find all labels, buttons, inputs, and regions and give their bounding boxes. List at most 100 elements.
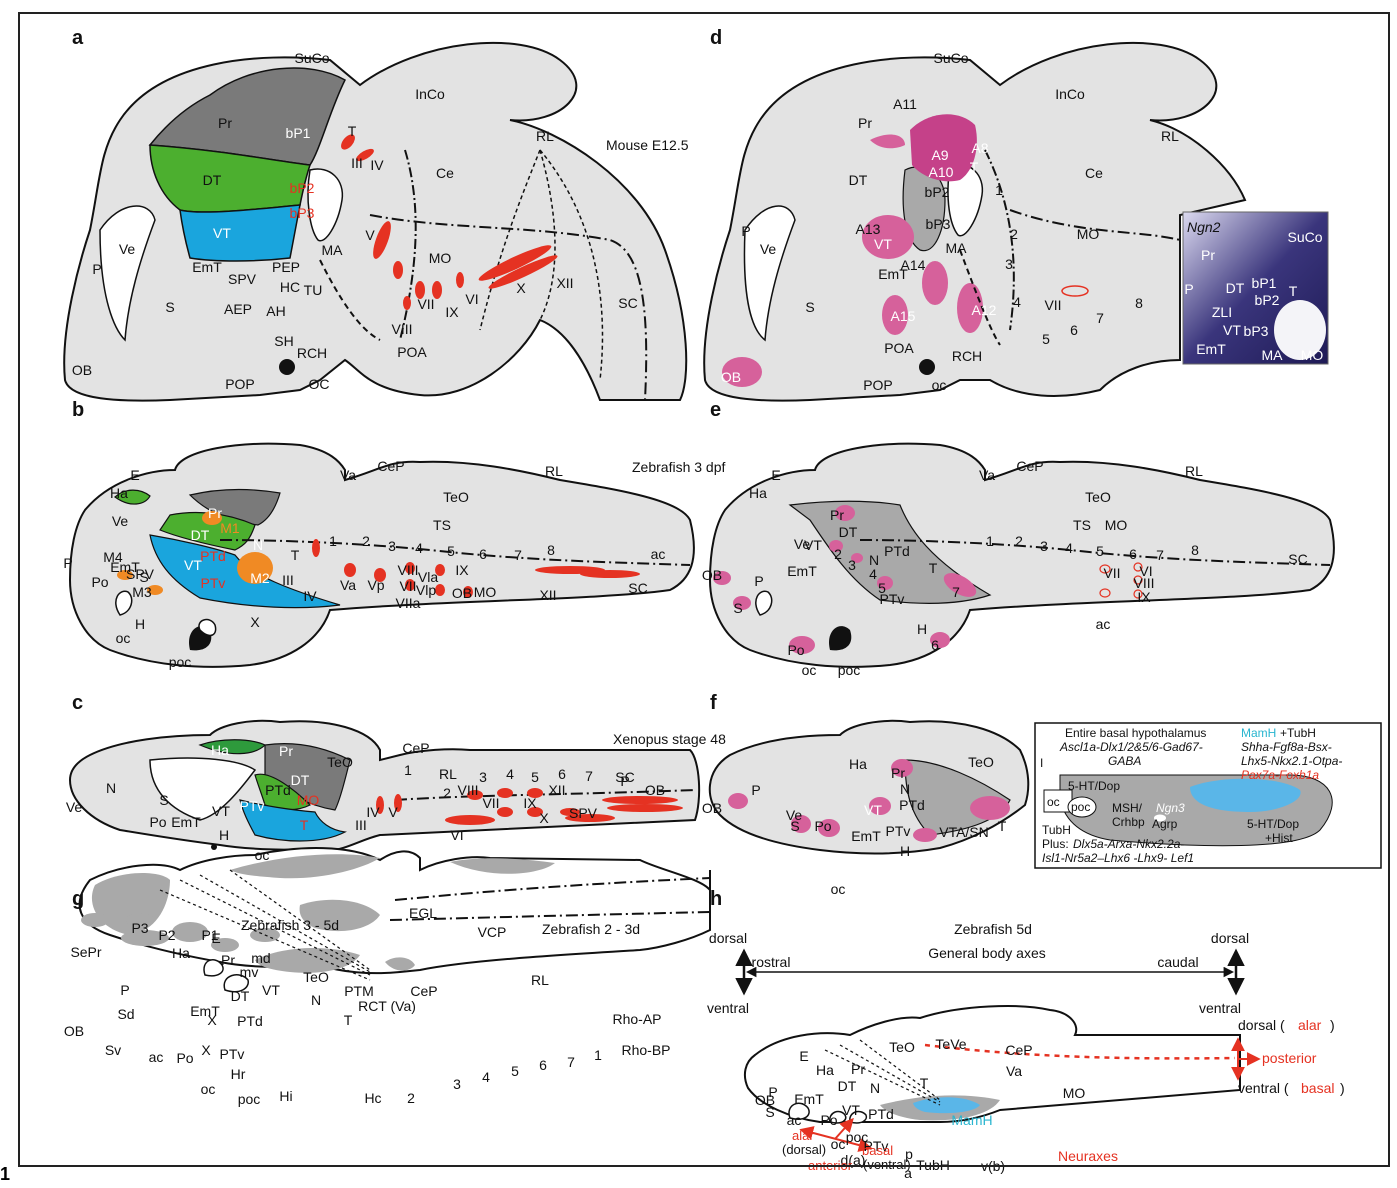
- region-label: 4: [1065, 540, 1073, 556]
- region-label: RL: [439, 766, 457, 782]
- region-label: 5: [878, 580, 886, 596]
- region-label: RCT (Va): [358, 998, 416, 1014]
- region-label: EmT: [192, 259, 222, 275]
- region-label: X: [201, 1042, 211, 1058]
- region-label: TubH: [916, 1157, 950, 1173]
- region-label: Va: [1006, 1063, 1022, 1079]
- legend-text: poc: [1071, 800, 1090, 814]
- region-label: P: [620, 773, 629, 789]
- region-label: N: [311, 992, 321, 1008]
- axis-label: dorsal (: [1238, 1017, 1285, 1033]
- region-label: E: [799, 1048, 808, 1064]
- region-label: Va: [340, 467, 356, 483]
- region-label: DT: [839, 524, 858, 540]
- region-label: MO: [297, 792, 320, 808]
- region-label: PTv: [220, 1046, 245, 1062]
- panel-subtitle: General body axes: [928, 945, 1046, 961]
- region-label: S: [765, 1104, 774, 1120]
- region-label: H: [219, 827, 229, 843]
- region-label: N: [106, 780, 116, 796]
- region-label: 1: [995, 182, 1003, 198]
- region-label: IX: [445, 304, 459, 320]
- region-label: OB: [452, 585, 472, 601]
- panel-e: [710, 444, 1334, 667]
- region-label: Ha: [172, 945, 190, 961]
- region-label: PTd: [899, 797, 925, 813]
- region-label: MO: [1077, 226, 1100, 242]
- panel-letter: h: [710, 888, 722, 910]
- region-label: Po: [787, 642, 804, 658]
- axis-label: (dorsal): [782, 1142, 826, 1157]
- legend-text: +TubH: [1280, 726, 1316, 740]
- region-label: IX: [523, 795, 537, 811]
- region-label: TU: [304, 282, 323, 298]
- region-label: oc: [831, 881, 846, 897]
- region-label: oc: [932, 377, 947, 393]
- region-label: Ve: [66, 799, 83, 815]
- region-label: RL: [536, 128, 554, 144]
- region-label: VI: [450, 827, 463, 843]
- region-label: Po: [149, 814, 166, 830]
- region-label: EmT: [794, 1091, 824, 1107]
- region-label: poc: [169, 654, 192, 670]
- legend-text: 5-HT/Dop: [1247, 817, 1299, 831]
- region-label: VI: [465, 291, 478, 307]
- region-label: Va: [340, 577, 356, 593]
- legend-gene: Ngn3: [1156, 801, 1185, 815]
- panel-d: [704, 43, 1328, 401]
- legend-genes: GABA: [1108, 754, 1141, 768]
- region-label: Ve: [112, 513, 129, 529]
- region-label: Sd: [117, 1006, 134, 1022]
- region-label: 6: [539, 1057, 547, 1073]
- region-label: AEP: [224, 301, 252, 317]
- region-label: 2: [443, 785, 451, 801]
- panel-letter: f: [710, 692, 717, 714]
- region-label: 3: [848, 557, 856, 573]
- region-label: SH: [274, 333, 293, 349]
- region-label: SPV: [569, 805, 598, 821]
- region-label: VIII: [391, 321, 412, 337]
- panel-title: Zebrafish 2 - 3d: [542, 921, 640, 937]
- region-label: PTv: [240, 798, 265, 814]
- region-label: T: [920, 1075, 929, 1091]
- inset-label: SuCo: [1287, 229, 1322, 245]
- region-label: Pr: [830, 507, 844, 523]
- region-label: M1: [220, 520, 240, 536]
- region-label: XII: [539, 587, 556, 603]
- region-label: 8: [1191, 542, 1199, 558]
- region-label: HC: [280, 279, 300, 295]
- region-label: bP2: [290, 180, 315, 196]
- region-label: Pr: [851, 1061, 865, 1077]
- region-label: A8: [971, 140, 988, 156]
- region-label: E: [130, 467, 139, 483]
- region-label: 6: [1129, 546, 1137, 562]
- region-label: T: [291, 547, 300, 563]
- region-label: P: [92, 261, 101, 277]
- region-label: PTd: [200, 548, 226, 564]
- region-label: 6: [931, 637, 939, 653]
- region-label: N: [900, 781, 910, 797]
- inset-label: bP1: [1252, 275, 1277, 291]
- region-label: VIII: [457, 782, 478, 798]
- region-label: oc: [831, 1136, 846, 1152]
- region-label: PTv: [886, 823, 911, 839]
- region-label: MO: [429, 250, 452, 266]
- legend-text: Plus:: [1042, 837, 1069, 851]
- legend-text: +Hist: [1265, 831, 1293, 845]
- region-label: OB: [721, 369, 741, 385]
- region-label: 5: [1096, 543, 1104, 559]
- region-label: A10: [929, 164, 954, 180]
- panel-c: [70, 721, 699, 850]
- region-label: ac: [149, 1049, 164, 1065]
- region-label: SuCo: [933, 50, 968, 66]
- region-label: TeO: [889, 1039, 915, 1055]
- region-label: bP3: [290, 205, 315, 221]
- region-label: VII: [1103, 565, 1120, 581]
- legend-genes: Isl1-Nr5a2–Lhx6 -Lhx9- Lef1: [1042, 851, 1194, 865]
- region-label: III: [355, 817, 367, 833]
- region-label: A11: [893, 96, 917, 112]
- legend-text: oc: [1047, 795, 1060, 809]
- axis-label: alar: [792, 1128, 814, 1143]
- region-label: 4: [869, 566, 877, 582]
- region-label: bP2: [925, 184, 950, 200]
